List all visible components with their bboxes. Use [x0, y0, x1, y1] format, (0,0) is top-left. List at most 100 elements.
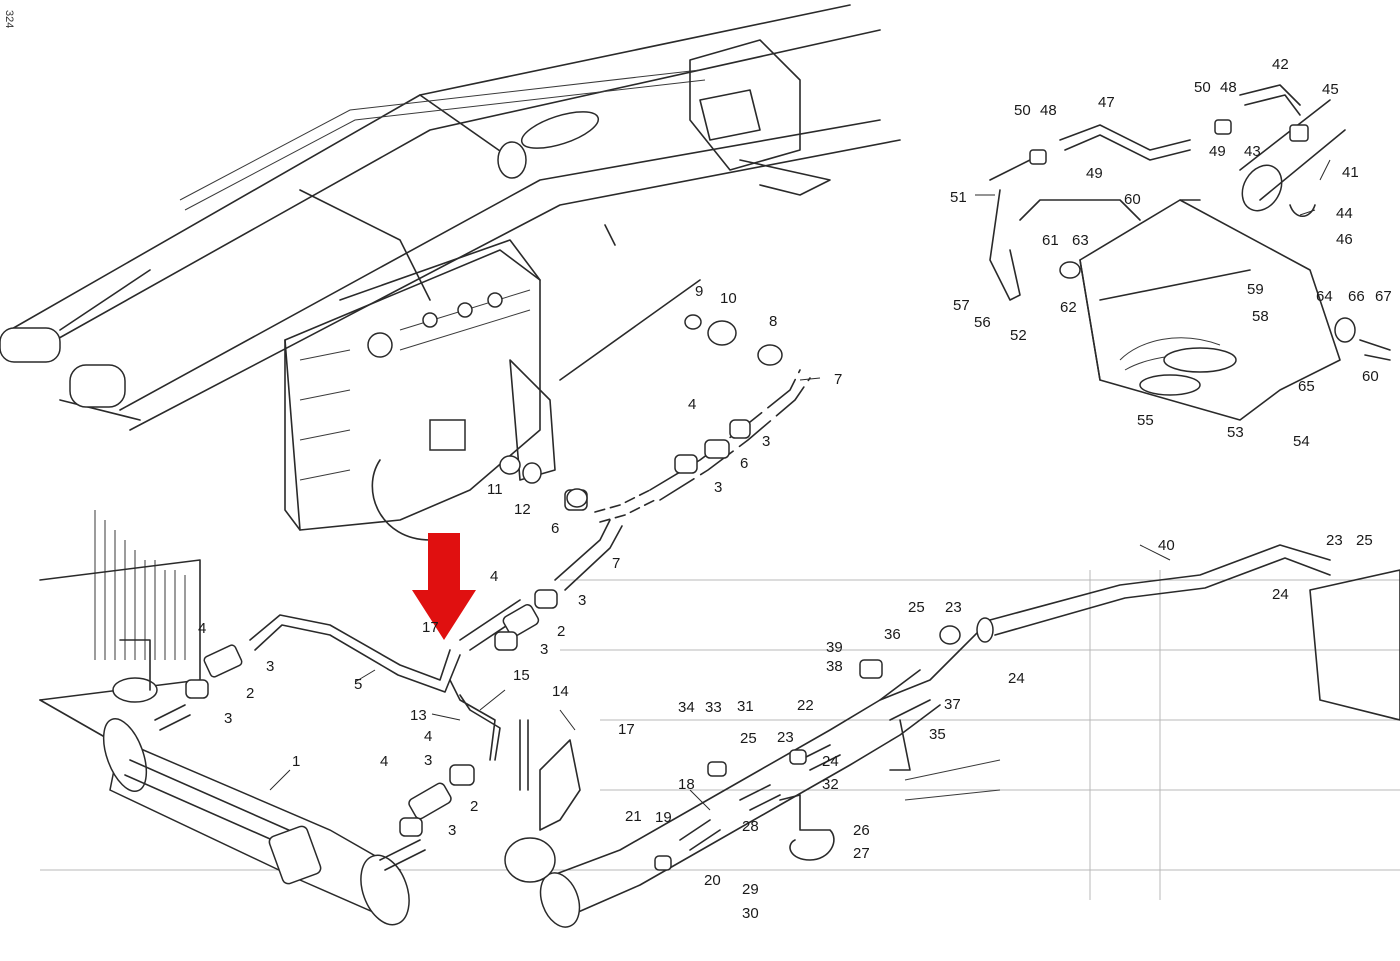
part-label-23: 23 [945, 599, 962, 616]
part-label-62: 62 [1060, 299, 1077, 316]
part-label-20: 20 [704, 872, 721, 889]
part-label-13: 13 [410, 707, 427, 724]
part-label-39: 39 [826, 639, 843, 656]
part-label-25: 25 [908, 599, 925, 616]
part-label-22: 22 [797, 697, 814, 714]
part-label-28: 28 [742, 818, 759, 835]
part-label-4: 4 [424, 728, 432, 745]
part-label-8: 8 [769, 313, 777, 330]
part-label-50: 50 [1194, 79, 1211, 96]
part-label-30: 30 [742, 905, 759, 922]
part-label-9: 9 [695, 283, 703, 300]
part-label-19: 19 [655, 809, 672, 826]
engine-block [284, 239, 556, 541]
part-label-4: 4 [688, 396, 696, 413]
part-label-23: 23 [777, 729, 794, 746]
part-number-labels: 1 2 2 2 3 3 3 3 3 3 3 3 4 4 4 4 4 5 6 6 … [198, 56, 1392, 922]
part-label-21: 21 [625, 808, 642, 825]
part-label-3: 3 [578, 592, 586, 609]
part-label-2: 2 [557, 623, 565, 640]
part-label-45: 45 [1322, 81, 1339, 98]
part-label-27: 27 [853, 845, 870, 862]
part-label-25: 25 [740, 730, 757, 747]
part-label-4: 4 [380, 753, 388, 770]
part-label-54: 54 [1293, 433, 1310, 450]
part-label-6: 6 [551, 520, 559, 537]
part-label-3: 3 [540, 641, 548, 658]
part-label-59: 59 [1247, 281, 1264, 298]
part-label-38: 38 [826, 658, 843, 675]
part-label-60: 60 [1124, 191, 1141, 208]
part-label-4: 4 [490, 568, 498, 585]
part-label-36: 36 [884, 626, 901, 643]
part-label-7: 7 [612, 555, 620, 572]
part-label-35: 35 [929, 726, 946, 743]
part-label-29: 29 [742, 881, 759, 898]
part-label-26: 26 [853, 822, 870, 839]
part-label-41: 41 [1342, 164, 1359, 181]
part-label-1: 1 [292, 753, 300, 770]
part-label-49: 49 [1209, 143, 1226, 160]
part-label-14: 14 [552, 683, 569, 700]
part-label-53: 53 [1227, 424, 1244, 441]
radiator-grille [39, 510, 201, 741]
heater-box-assembly [989, 84, 1391, 421]
part-label-56: 56 [974, 314, 991, 331]
part-label-48: 48 [1040, 102, 1057, 119]
part-label-24: 24 [822, 753, 839, 770]
part-label-12: 12 [514, 501, 531, 518]
part-label-17: 17 [422, 619, 439, 636]
part-label-67: 67 [1375, 288, 1392, 305]
part-label-33: 33 [705, 699, 722, 716]
part-label-52: 52 [1010, 327, 1027, 344]
part-label-34: 34 [678, 699, 695, 716]
part-label-31: 31 [737, 698, 754, 715]
part-label-11: 11 [487, 481, 503, 498]
part-label-2: 2 [246, 685, 254, 702]
part-label-48: 48 [1220, 79, 1237, 96]
callout-arrow [412, 533, 476, 640]
part-label-50: 50 [1014, 102, 1031, 119]
part-label-47: 47 [1098, 94, 1115, 111]
part-label-3: 3 [424, 752, 432, 769]
part-label-2: 2 [470, 798, 478, 815]
part-label-3: 3 [224, 710, 232, 727]
part-label-10: 10 [720, 290, 737, 307]
part-label-43: 43 [1244, 143, 1261, 160]
part-label-61: 61 [1042, 232, 1059, 249]
part-label-32: 32 [822, 776, 839, 793]
part-label-57: 57 [953, 297, 970, 314]
part-label-55: 55 [1137, 412, 1154, 429]
heater-hose-left [185, 489, 656, 837]
part-label-58: 58 [1252, 308, 1269, 325]
chassis-frame [0, 4, 901, 431]
part-label-15: 15 [513, 667, 530, 684]
part-label-49: 49 [1086, 165, 1103, 182]
part-label-66: 66 [1348, 288, 1365, 305]
part-label-60: 60 [1362, 368, 1379, 385]
part-label-6: 6 [740, 455, 748, 472]
part-label-24: 24 [1272, 586, 1289, 603]
part-label-51: 51 [950, 189, 967, 206]
part-label-42: 42 [1272, 56, 1289, 73]
part-label-25: 25 [1356, 532, 1373, 549]
part-label-3: 3 [448, 822, 456, 839]
part-label-44: 44 [1336, 205, 1353, 222]
part-label-64: 64 [1316, 288, 1333, 305]
leader-lines [269, 159, 1331, 811]
part-label-65: 65 [1298, 378, 1315, 395]
part-label-4: 4 [198, 620, 206, 637]
part-label-17: 17 [618, 721, 635, 738]
part-label-7: 7 [834, 371, 842, 388]
part-label-24: 24 [1008, 670, 1025, 687]
part-label-3: 3 [714, 479, 722, 496]
heat-exchanger-tube [102, 704, 426, 926]
upper-hose-set [499, 224, 811, 508]
part-label-3: 3 [266, 658, 274, 675]
part-label-46: 46 [1336, 231, 1353, 248]
page-corner-mark: 324 [3, 10, 15, 28]
part-label-37: 37 [944, 696, 961, 713]
part-label-23: 23 [1326, 532, 1343, 549]
part-label-3: 3 [762, 433, 770, 450]
